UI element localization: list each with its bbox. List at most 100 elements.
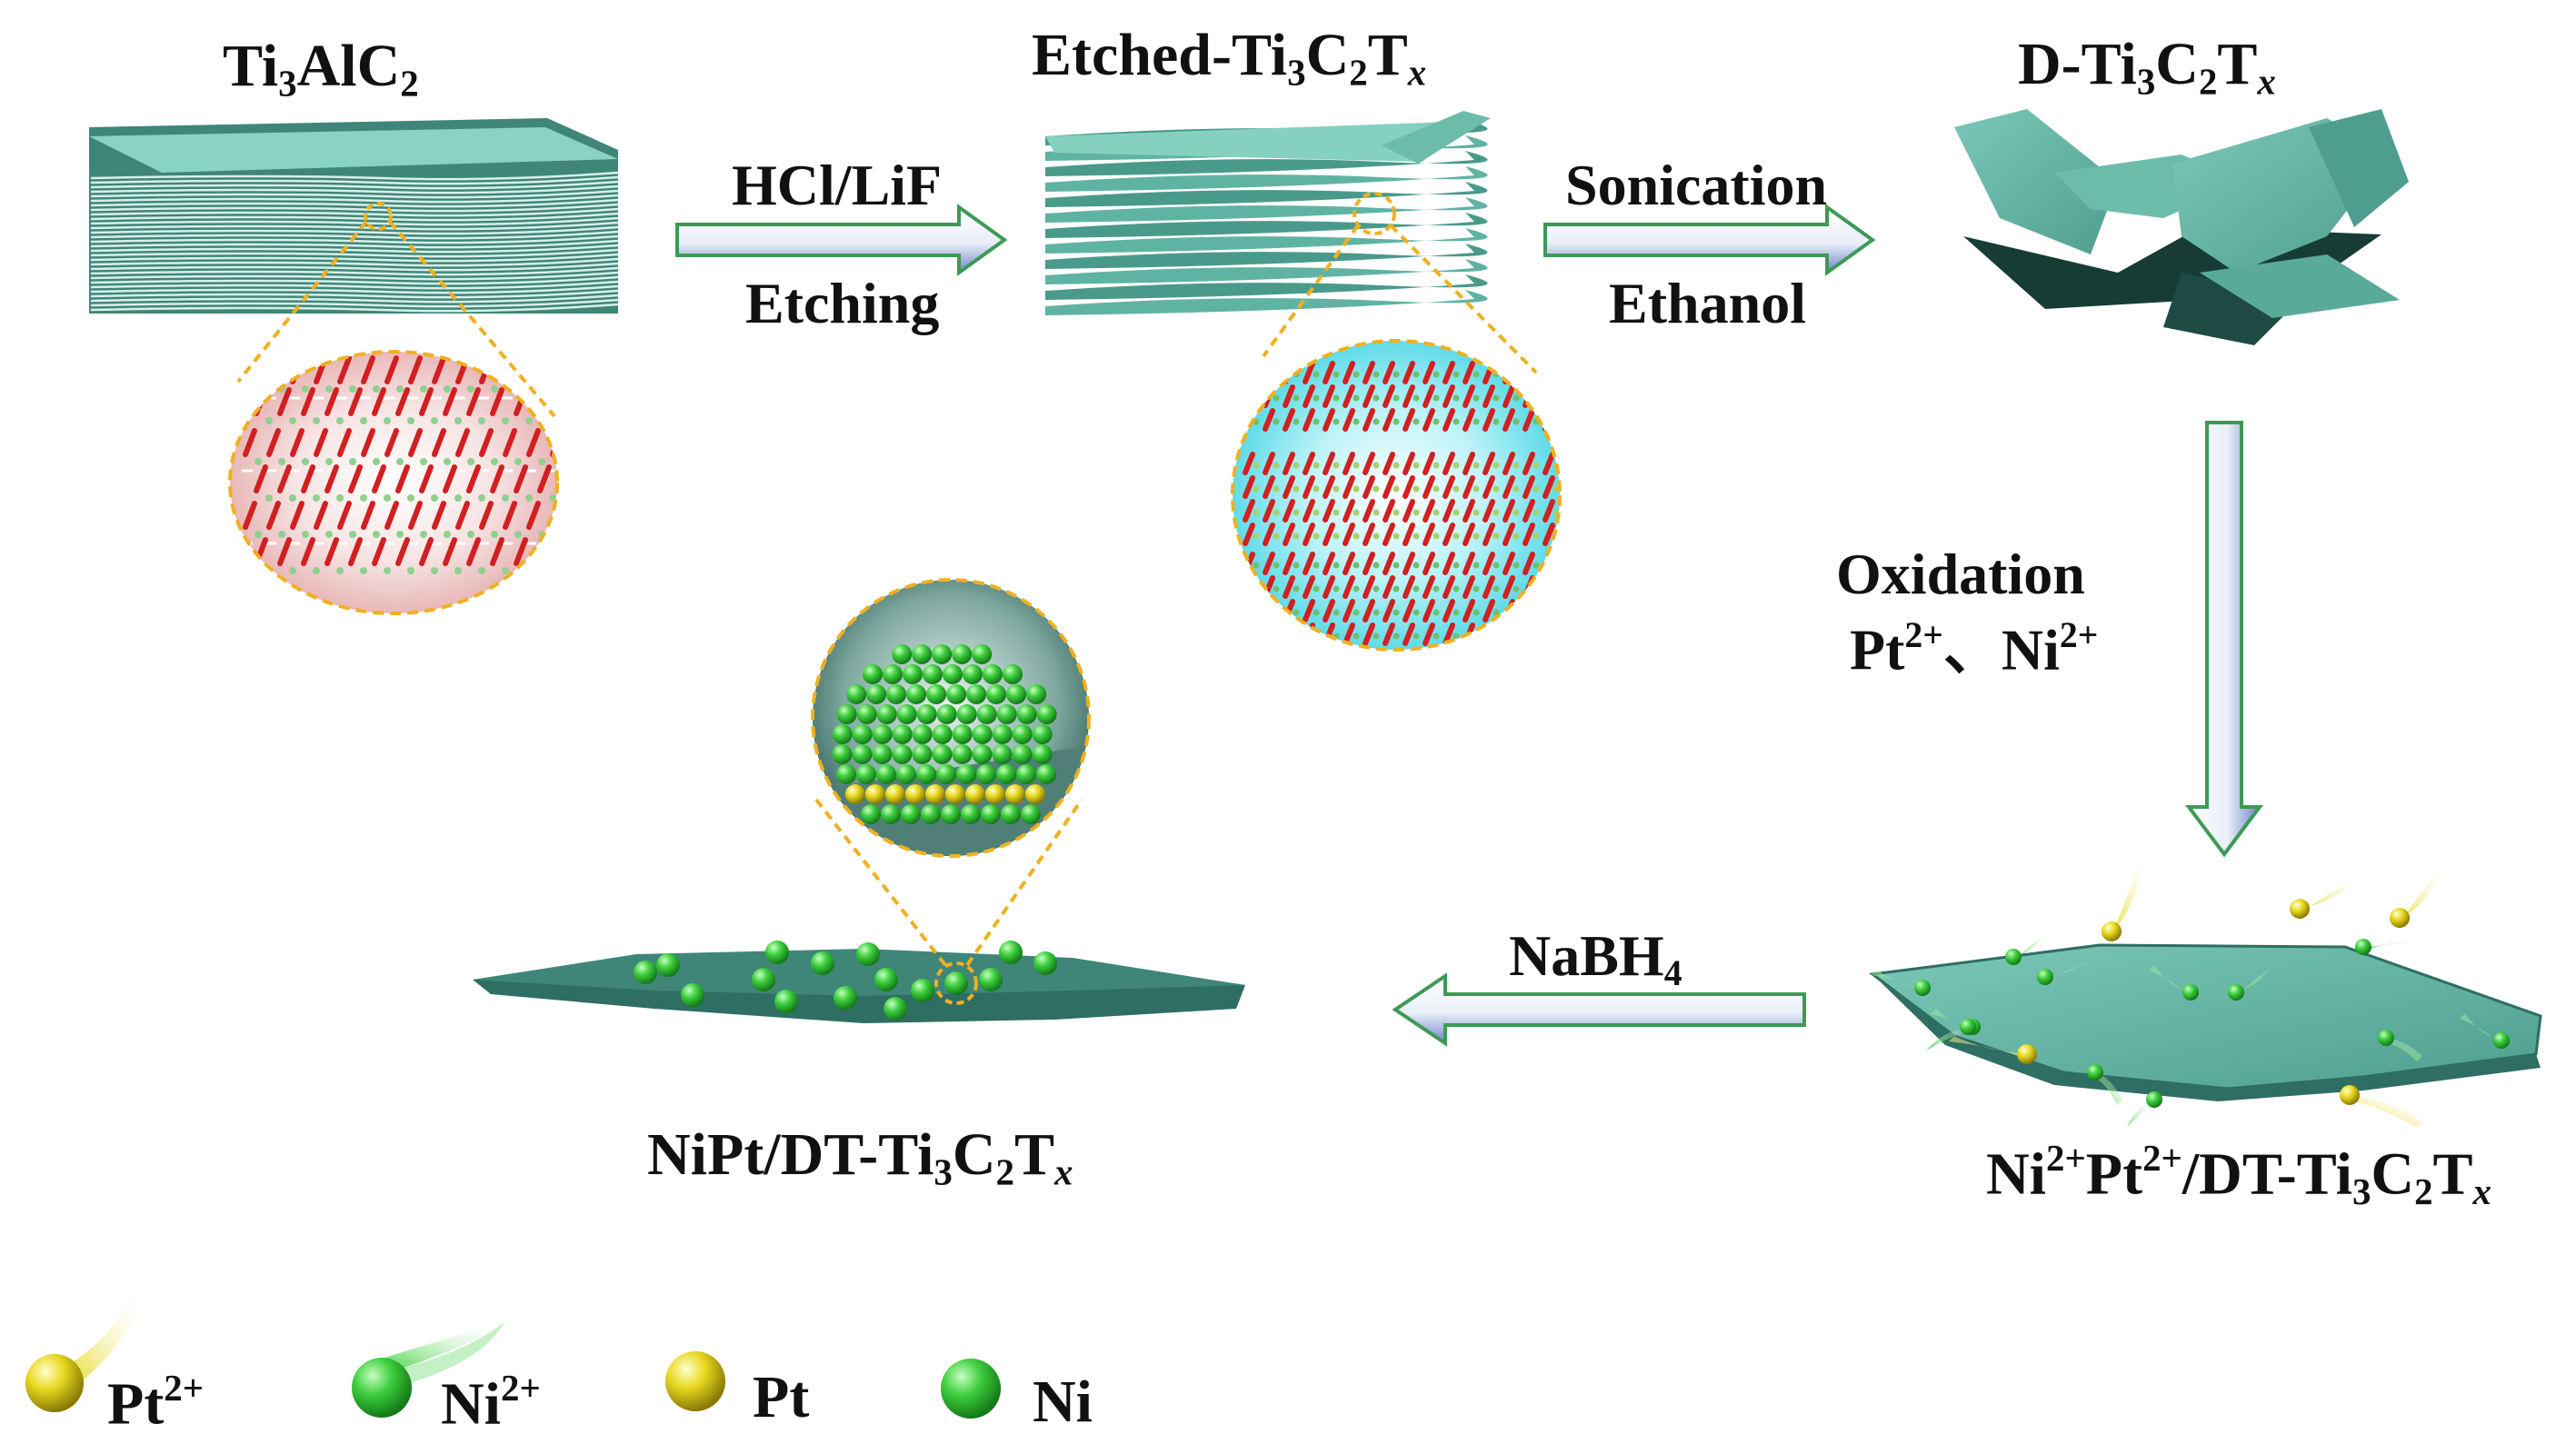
cluster-ni-atom-28 <box>936 704 957 724</box>
pt-ion-1 <box>2390 908 2410 928</box>
label-product: NiPt/DT-Ti3C2Tx <box>647 1121 1073 1193</box>
cluster-ni-atom-17 <box>926 684 947 704</box>
cluster-ni-atom-20 <box>986 684 1007 704</box>
cluster-ni-atom-32 <box>1016 704 1037 724</box>
delaminated-mxene-flakes <box>1954 109 2409 345</box>
label-etched-mxene: Etched-Ti3C2Tx <box>1032 22 1427 94</box>
step-etch-action: Etching <box>745 271 940 335</box>
pt-ion-3 <box>2017 1044 2037 1064</box>
step-oxidation-ions: Pt2+、Ni2+ <box>1850 615 2099 682</box>
ni-particle-1 <box>656 953 680 977</box>
cluster-ni-atom-83 <box>980 804 1001 824</box>
cluster-ni-atom-43 <box>1012 724 1033 744</box>
cluster-ni-atom-77 <box>860 804 881 824</box>
cluster-ni-atom-36 <box>872 724 893 744</box>
cluster-pt-atom-70 <box>904 784 925 804</box>
ni-particle-6 <box>856 942 880 966</box>
cluster-ni-atom-66 <box>1036 764 1057 784</box>
reduction-arrow <box>1392 972 1806 1047</box>
cluster-ni-atom-11 <box>982 664 1003 684</box>
ni-atom-icon <box>941 1359 1001 1419</box>
cluster-ni-atom-46 <box>852 744 873 764</box>
pt-ion-0 <box>2102 921 2122 941</box>
ni-particle-13 <box>1033 951 1057 975</box>
step-oxidation: Oxidation <box>1836 542 2085 606</box>
pt-ion-2 <box>2290 899 2310 919</box>
ni-ion-5 <box>2005 949 2022 965</box>
cluster-ni-atom-34 <box>832 724 853 744</box>
cluster-ni-atom-61 <box>936 764 957 784</box>
cluster-ni-atom-42 <box>992 724 1013 744</box>
ni-particle-5 <box>811 951 834 975</box>
ni-ion-12 <box>2378 1030 2394 1046</box>
cluster-pt-atom-76 <box>1024 784 1045 804</box>
legend-pt-ion-label: Pt2+ <box>107 1368 205 1438</box>
ni-ion-6 <box>2037 969 2053 985</box>
ni-ion-10 <box>2228 984 2244 1001</box>
cluster-ni-atom-33 <box>1036 704 1057 724</box>
ni-particle-3 <box>752 968 775 991</box>
cluster-ni-atom-62 <box>956 764 977 784</box>
cluster-pt-atom-75 <box>1004 784 1025 804</box>
pt-ion-icon <box>25 1281 138 1412</box>
cluster-ni-atom-35 <box>852 724 873 744</box>
cluster-ni-atom-24 <box>856 704 877 724</box>
ni-particle-0 <box>634 961 657 984</box>
cluster-ni-atom-0 <box>892 644 913 664</box>
ni-particle-8 <box>884 997 907 1021</box>
etched-zoom <box>1231 192 1562 652</box>
ni-ion-13 <box>2493 1032 2510 1049</box>
cluster-ni-atom-60 <box>916 764 937 784</box>
cluster-ni-atom-79 <box>900 804 921 824</box>
cluster-ni-atom-7 <box>902 664 923 684</box>
ni-particle-12 <box>999 941 1023 964</box>
product-zoom <box>811 578 1091 1005</box>
cluster-ni-atom-25 <box>876 704 897 724</box>
cluster-ni-atom-37 <box>892 724 913 744</box>
ni-ion-14 <box>1960 1019 1976 1035</box>
cluster-ni-atom-1 <box>912 644 933 664</box>
cluster-ni-atom-5 <box>862 664 883 684</box>
cluster-ni-atom-51 <box>952 744 973 764</box>
cluster-ni-atom-3 <box>952 644 973 664</box>
cluster-ni-atom-16 <box>906 684 927 704</box>
ni-ion-7 <box>1914 980 1931 996</box>
legend-ni-ion-label: Ni2+ <box>441 1368 541 1438</box>
cluster-ni-atom-45 <box>832 744 853 764</box>
pt-atom-icon <box>665 1351 725 1411</box>
cluster-ni-atom-12 <box>1002 664 1023 684</box>
cluster-pt-atom-73 <box>964 784 985 804</box>
legend-ni-label: Ni <box>1033 1369 1093 1435</box>
cluster-ni-atom-39 <box>932 724 953 744</box>
label-ti3alc2: Ti3AlC2 <box>223 33 419 105</box>
cluster-pt-atom-67 <box>844 784 865 804</box>
cluster-ni-atom-23 <box>836 704 857 724</box>
cluster-ni-atom-55 <box>1032 744 1053 764</box>
cluster-ni-atom-13 <box>846 684 867 704</box>
product-particles <box>634 941 1057 1021</box>
cluster-ni-atom-52 <box>972 744 993 764</box>
cluster-ni-atom-48 <box>892 744 913 764</box>
cluster-ni-atom-30 <box>976 704 997 724</box>
cluster-pt-atom-69 <box>884 784 905 804</box>
cluster-ni-atom-10 <box>962 664 983 684</box>
cluster-ni-atom-26 <box>896 704 917 724</box>
cluster-ni-atom-78 <box>880 804 901 824</box>
cluster-ni-atom-63 <box>976 764 997 784</box>
ni-particle-15 <box>834 986 857 1010</box>
cluster-ni-atom-15 <box>886 684 907 704</box>
cluster-ni-atom-57 <box>856 764 877 784</box>
ni-ion-16 <box>2087 1064 2103 1081</box>
ni-particle-10 <box>944 971 968 995</box>
cluster-ni-atom-22 <box>1026 684 1047 704</box>
cluster-ni-atom-2 <box>932 644 953 664</box>
ti3alc2-layered-block <box>89 118 619 314</box>
sonication-arrow <box>1543 204 1876 276</box>
cluster-ni-atom-6 <box>882 664 903 684</box>
cluster-ni-atom-38 <box>912 724 933 744</box>
cluster-ni-atom-8 <box>922 664 943 684</box>
cluster-pt-atom-72 <box>944 784 965 804</box>
ni-particle-2 <box>681 983 704 1007</box>
cluster-ni-atom-53 <box>992 744 1013 764</box>
cluster-ni-atom-29 <box>956 704 977 724</box>
